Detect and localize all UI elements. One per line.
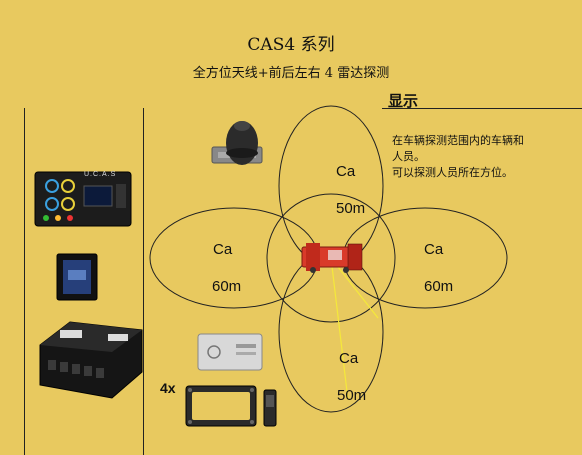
- radar-sensor-icon: [197, 333, 263, 371]
- vehicle-icon: [301, 243, 363, 273]
- small-display-icon: [56, 253, 98, 301]
- page-title: CAS4 系列: [247, 35, 335, 55]
- zone-right-distance: 60m: [424, 278, 454, 295]
- display-line-2: 人员。: [392, 150, 425, 163]
- antenna-range-circle: [266, 193, 396, 323]
- zone-right-name: Ca: [424, 241, 444, 258]
- zone-top-ellipse: [278, 105, 384, 267]
- page-subtitle: 全方位天线+前后左右 4 雷达探测: [192, 66, 390, 81]
- zone-bottom-distance: 50m: [337, 387, 367, 404]
- left-divider-inner: [143, 108, 144, 455]
- zone-left-distance: 60m: [212, 278, 242, 295]
- display-title: 显示: [388, 92, 419, 110]
- left-divider-outer: [24, 108, 25, 455]
- ucas-console-icon: [34, 171, 132, 227]
- cable-unit-icon: [263, 389, 277, 427]
- zone-top-distance: 50m: [336, 200, 366, 217]
- scan-line-2: [330, 257, 349, 401]
- zone-bottom-name: Ca: [339, 350, 359, 367]
- sensor-quantity-label: 4x: [160, 380, 176, 396]
- mounting-frame-icon: [185, 385, 257, 427]
- display-description: 在车辆探测范围内的车辆和 人员。 可以探测人员所在方位。: [392, 133, 572, 181]
- zone-top-name: Ca: [336, 163, 356, 180]
- zone-bottom-ellipse: [278, 251, 384, 413]
- display-line-3: 可以探测人员所在方位。: [392, 166, 513, 179]
- display-line-1: 在车辆探测范围内的车辆和: [392, 134, 524, 147]
- console-brand-label: U.C.A.S: [84, 171, 117, 178]
- zone-left-name: Ca: [213, 241, 233, 258]
- right-underline: [382, 108, 582, 109]
- antenna-device-icon: [211, 121, 263, 165]
- scan-line-1: [330, 257, 379, 319]
- junction-box-icon: [39, 321, 143, 399]
